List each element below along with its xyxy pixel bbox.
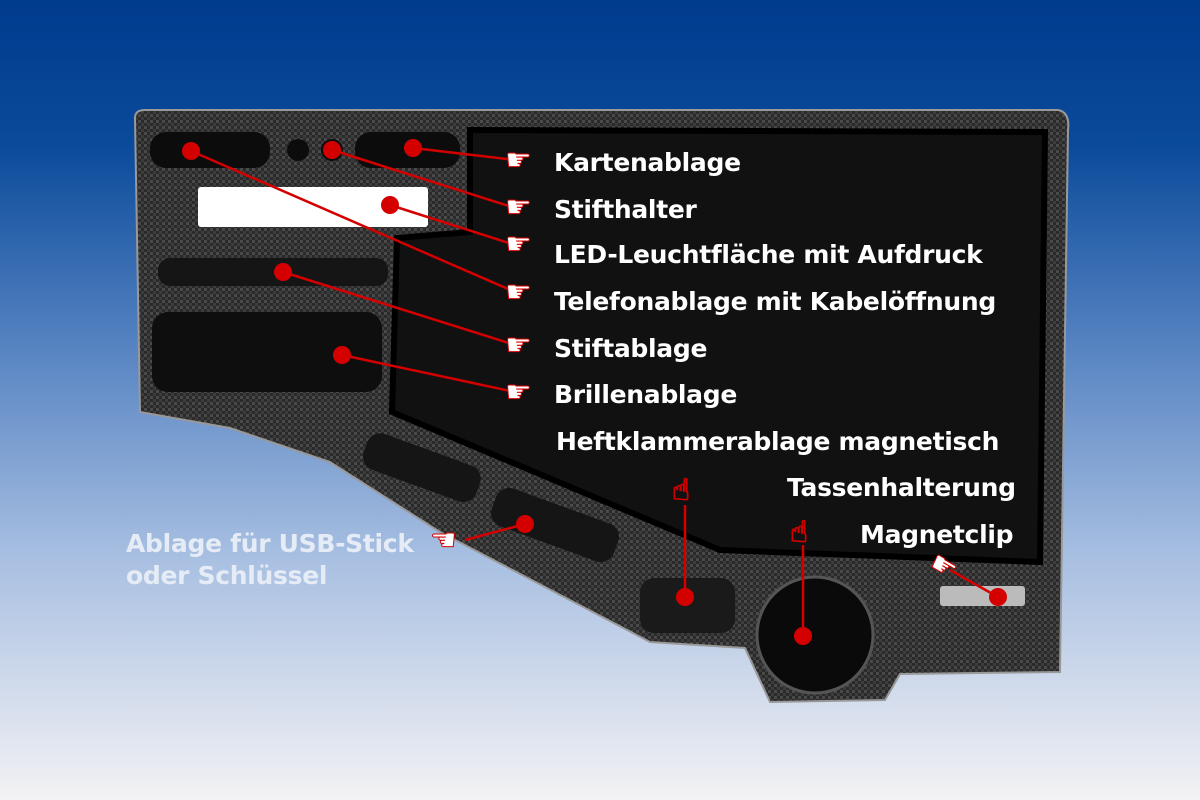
label-usb: Ablage für USB-Stick oder Schlüssel (126, 528, 414, 592)
pen-tray (158, 258, 388, 286)
display-surface (388, 126, 1049, 566)
glasses-tray (152, 312, 382, 392)
label-led: LED-Leuchtfläche mit Aufdruck (554, 240, 983, 269)
cup-holder (755, 575, 875, 695)
label-kartenablage: Kartenablage (554, 148, 741, 177)
label-usb-line1: Ablage für USB-Stick (126, 529, 414, 558)
label-tassen: Tassenhalterung (787, 473, 1016, 502)
leader-lines (190, 146, 999, 636)
pointing-hand-icon: ☛ (505, 375, 533, 410)
card-slot (150, 132, 270, 168)
pointing-hand-icon: ☛ (505, 227, 533, 262)
pointing-hand-icon: ☛ (505, 190, 533, 225)
label-telefon: Telefonablage mit Kabelöffnung (554, 287, 996, 316)
pointing-up-hand-icon: ☝ (789, 515, 809, 550)
label-stiftablage: Stiftablage (554, 334, 708, 363)
label-heftklammer: Heftklammerablage magnetisch (556, 427, 1000, 456)
pen-hole (287, 139, 309, 161)
marker-dots (182, 139, 1007, 645)
pointing-hand-icon: ☛ (505, 143, 533, 178)
pointing-hand-icon: ☛ (430, 523, 458, 559)
label-brille: Brillenablage (554, 380, 738, 409)
label-magnetclip: Magnetclip (860, 520, 1014, 549)
pointing-hand-icon: ☛ (505, 328, 533, 363)
led-panel (198, 187, 428, 227)
label-stifthalter: Stifthalter (554, 195, 697, 224)
pointing-up-hand-icon: ☝ (671, 473, 691, 508)
usb-slot (362, 433, 481, 503)
pointing-hand-icon: ☛ (505, 275, 533, 310)
usb-slot (491, 487, 619, 563)
label-usb-line2: oder Schlüssel (126, 561, 328, 590)
